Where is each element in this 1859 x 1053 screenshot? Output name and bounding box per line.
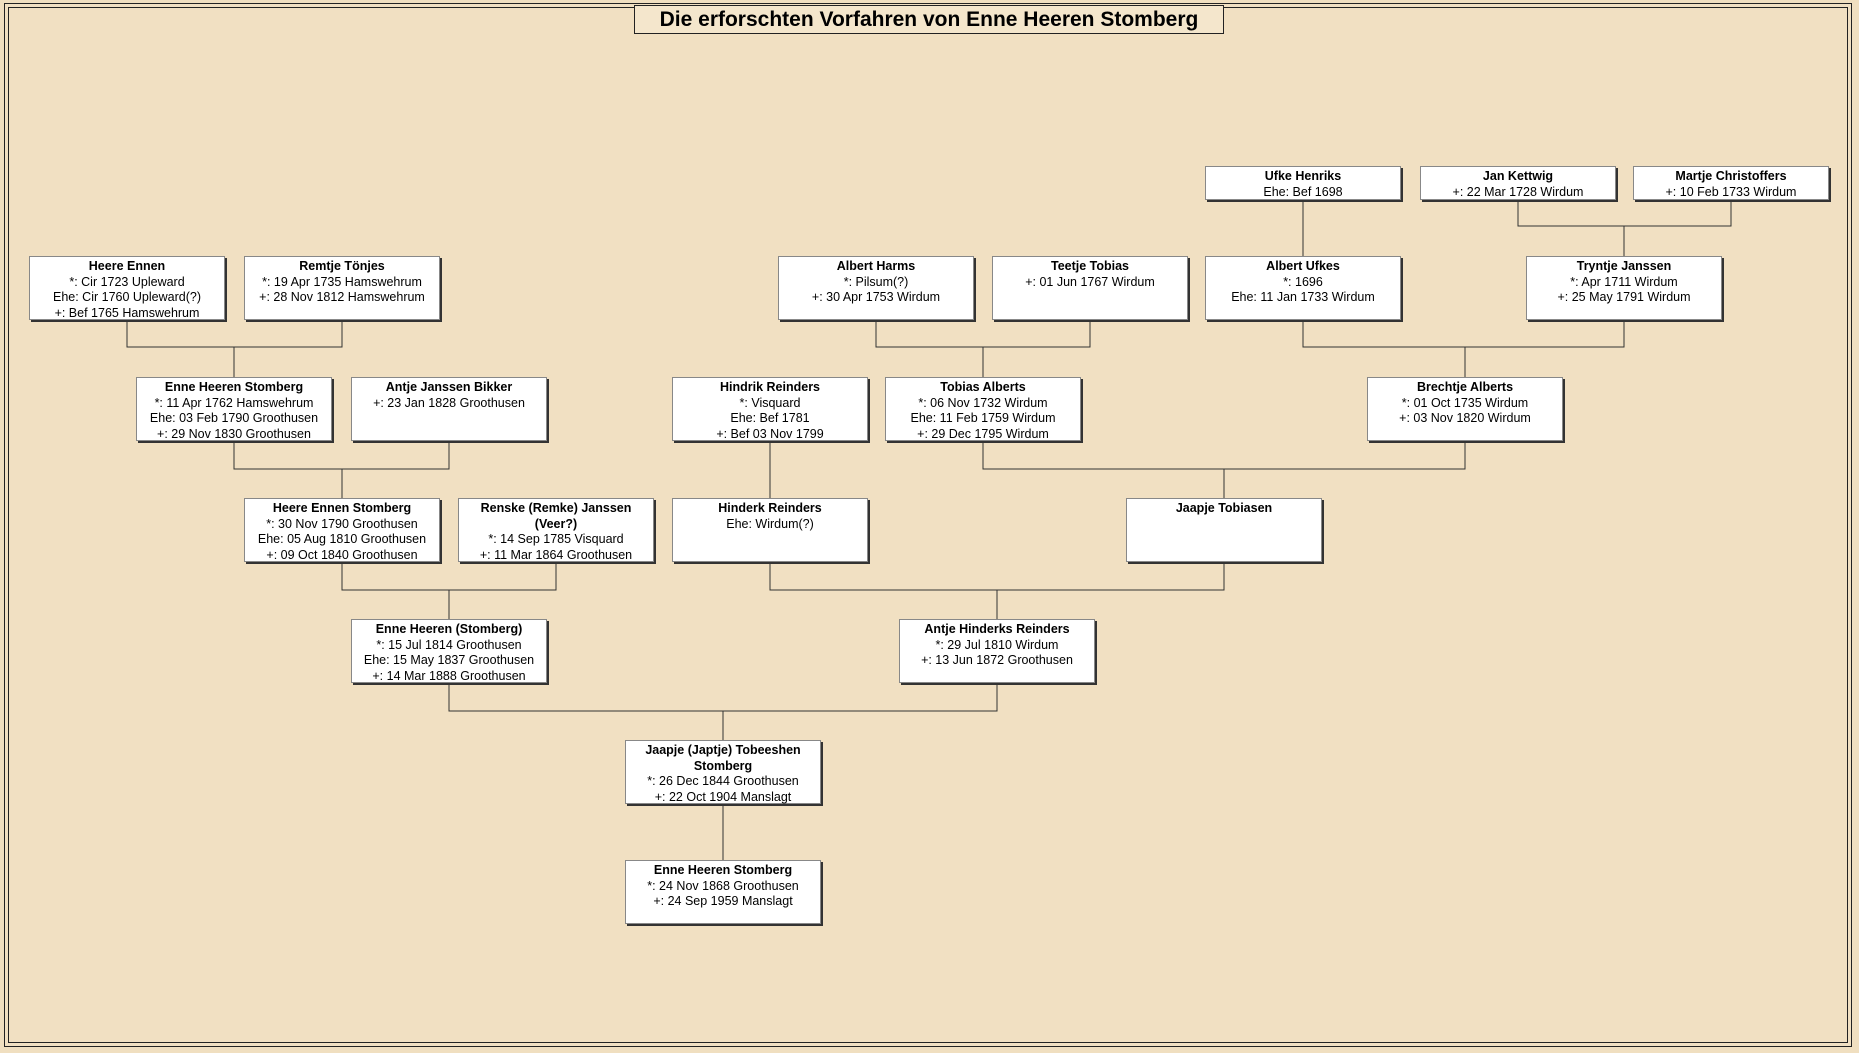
person-detail: +: 30 Apr 1753 Wirdum — [811, 290, 941, 304]
person-detail: +: 03 Nov 1820 Wirdum — [1399, 411, 1531, 425]
connector-enne-antje — [233, 441, 450, 470]
person-box-renske-janssen[interactable]: Renske (Remke) Janssen (Veer?)*: 14 Sep … — [458, 498, 654, 562]
person-name: Tobias Alberts — [940, 380, 1026, 394]
person-detail: *: 29 Jul 1810 Wirdum — [935, 637, 1059, 652]
person-detail: Ehe: 15 May 1837 Groothusen — [363, 653, 535, 667]
connector-hinderk-jaapje — [769, 562, 1225, 591]
person-name: Antje Hinderks Reinders — [924, 622, 1070, 636]
person-box-heere-ennen-stomberg[interactable]: Heere Ennen Stomberg*: 30 Nov 1790 Groot… — [244, 498, 440, 562]
person-box-antje-hinderks-reinders[interactable]: Antje Hinderks Reinders*: 29 Jul 1810 Wi… — [899, 619, 1095, 683]
person-detail: +: 22 Mar 1728 Wirdum — [1452, 184, 1584, 199]
person-detail: +: 29 Dec 1795 Wirdum — [917, 426, 1049, 441]
person-name: Jaapje Tobiasen — [1175, 501, 1273, 515]
person-box-enne-heeren-stomberg-1868[interactable]: Enne Heeren Stomberg*: 24 Nov 1868 Groot… — [625, 860, 821, 924]
person-detail: *: Cir 1723 Upleward — [69, 274, 185, 289]
person-name: Albert Ufkes — [1266, 259, 1340, 273]
person-detail: +: 09 Oct 1840 Groothusen — [266, 547, 418, 562]
person-name: Martje Christoffers — [1675, 169, 1787, 183]
person-detail: *: 01 Oct 1735 Wirdum — [1401, 395, 1529, 410]
person-box-antje-janssen-bikker[interactable]: Antje Janssen Bikker+: 23 Jan 1828 Groot… — [351, 377, 547, 441]
person-name: Jaapje (Japtje) Tobeeshen Stomberg — [645, 743, 801, 773]
person-name: Renske (Remke) Janssen (Veer?) — [480, 501, 632, 531]
person-name: Enne Heeren Stomberg — [653, 863, 793, 877]
person-name: Heere Ennen Stomberg — [272, 501, 412, 515]
person-box-teetje-tobias[interactable]: Teetje Tobias+: 01 Jun 1767 Wirdum — [992, 256, 1188, 320]
person-box-martje-christoffers[interactable]: Martje Christoffers+: 10 Feb 1733 Wirdum — [1633, 166, 1829, 200]
person-box-remtje-tonjes[interactable]: Remtje Tönjes*: 19 Apr 1735 Hamswehrum+:… — [244, 256, 440, 320]
person-box-enne-heeren-stomberg-1814[interactable]: Enne Heeren (Stomberg)*: 15 Jul 1814 Gro… — [351, 619, 547, 683]
person-name: Brechtje Alberts — [1416, 380, 1514, 394]
person-name: Jan Kettwig — [1482, 169, 1554, 183]
person-name: Hindrik Reinders — [719, 380, 821, 394]
person-box-enne-heeren-stomberg-1762[interactable]: Enne Heeren Stomberg*: 11 Apr 1762 Hamsw… — [136, 377, 332, 441]
person-name: Remtje Tönjes — [299, 259, 385, 273]
person-name: Teetje Tobias — [1050, 259, 1130, 273]
person-detail: +: 25 May 1791 Wirdum — [1557, 290, 1691, 304]
connector-ufkes-tryntje — [1302, 320, 1625, 348]
person-detail: +: 14 Mar 1888 Groothusen — [372, 668, 526, 683]
person-box-brechtje-alberts[interactable]: Brechtje Alberts*: 01 Oct 1735 Wirdum+: … — [1367, 377, 1563, 441]
person-detail: Ehe: Wirdum(?) — [726, 516, 814, 531]
person-detail: *: 26 Dec 1844 Groothusen — [647, 774, 799, 788]
person-name: Hinderk Reinders — [718, 501, 822, 515]
connector-harms-teetje — [875, 320, 1091, 348]
person-detail: *: 30 Nov 1790 Groothusen — [266, 516, 418, 531]
connector-kettwig-christoffers — [1517, 201, 1732, 227]
person-detail: +: 24 Sep 1959 Manslagt — [653, 894, 793, 908]
person-detail: +: Bef 03 Nov 1799 — [716, 426, 824, 441]
person-detail: +: 29 Nov 1830 Groothusen — [157, 426, 311, 441]
person-detail: *: 06 Nov 1732 Wirdum — [918, 395, 1048, 410]
person-detail: Ehe: 03 Feb 1790 Groothusen — [149, 411, 319, 425]
person-name: Ufke Henriks — [1264, 169, 1342, 183]
person-detail: +: 11 Mar 1864 Groothusen — [479, 547, 633, 562]
connector-enne-antje-hinderks — [448, 683, 998, 712]
person-detail: *: Pilsum(?) — [843, 274, 909, 289]
connector-tobias-brechtje — [982, 441, 1466, 470]
person-name: Tryntje Janssen — [1576, 259, 1672, 273]
person-name: Antje Janssen Bikker — [385, 380, 513, 394]
person-detail: Ehe: Bef 1698 — [1263, 184, 1343, 199]
person-name: Heere Ennen — [88, 259, 166, 273]
person-detail: Ehe: 11 Feb 1759 Wirdum — [910, 411, 1056, 425]
person-detail: +: Bef 1765 Hamswehrum — [54, 305, 200, 320]
person-detail: Ehe: 11 Jan 1733 Wirdum — [1231, 290, 1375, 304]
person-detail: Ehe: Cir 1760 Upleward(?) — [53, 290, 201, 304]
person-detail: *: 14 Sep 1785 Visquard — [488, 532, 624, 546]
person-detail: +: 23 Jan 1828 Groothusen — [373, 395, 525, 410]
person-detail: *: Visquard — [739, 395, 801, 410]
person-detail: *: 1696 — [1283, 274, 1323, 289]
page-title: Die erforschten Vorfahren von Enne Heere… — [634, 5, 1224, 34]
person-name: Enne Heeren (Stomberg) — [375, 622, 523, 636]
person-detail: Ehe: Bef 1781 — [730, 411, 810, 425]
person-detail: *: 19 Apr 1735 Hamswehrum — [262, 274, 422, 289]
person-box-jan-kettwig[interactable]: Jan Kettwig+: 22 Mar 1728 Wirdum — [1420, 166, 1616, 200]
person-detail: +: 10 Feb 1733 Wirdum — [1665, 184, 1797, 199]
person-detail: *: Apr 1711 Wirdum — [1570, 274, 1678, 289]
person-box-jaapje-tobeeshen-stomberg[interactable]: Jaapje (Japtje) Tobeeshen Stomberg*: 26 … — [625, 740, 821, 804]
person-name: Albert Harms — [836, 259, 916, 273]
person-detail: +: 22 Oct 1904 Manslagt — [654, 789, 792, 804]
person-detail: +: 01 Jun 1767 Wirdum — [1025, 274, 1155, 289]
connector-heere-renske — [341, 562, 557, 591]
person-detail: *: 11 Apr 1762 Hamswehrum — [154, 395, 314, 410]
person-box-albert-harms[interactable]: Albert Harms*: Pilsum(?)+: 30 Apr 1753 W… — [778, 256, 974, 320]
person-box-tryntje-janssen[interactable]: Tryntje Janssen*: Apr 1711 Wirdum+: 25 M… — [1526, 256, 1722, 320]
connector-heere-remtje — [126, 320, 343, 348]
person-detail: Ehe: 05 Aug 1810 Groothusen — [257, 532, 427, 546]
person-box-jaapje-tobiasen[interactable]: Jaapje Tobiasen — [1126, 498, 1322, 562]
person-detail: *: 24 Nov 1868 Groothusen — [647, 878, 799, 893]
person-detail: *: 15 Jul 1814 Groothusen — [376, 637, 522, 652]
person-detail: +: 28 Nov 1812 Hamswehrum — [259, 290, 425, 304]
person-name: Enne Heeren Stomberg — [164, 380, 304, 394]
person-detail: +: 13 Jun 1872 Groothusen — [921, 653, 1073, 667]
